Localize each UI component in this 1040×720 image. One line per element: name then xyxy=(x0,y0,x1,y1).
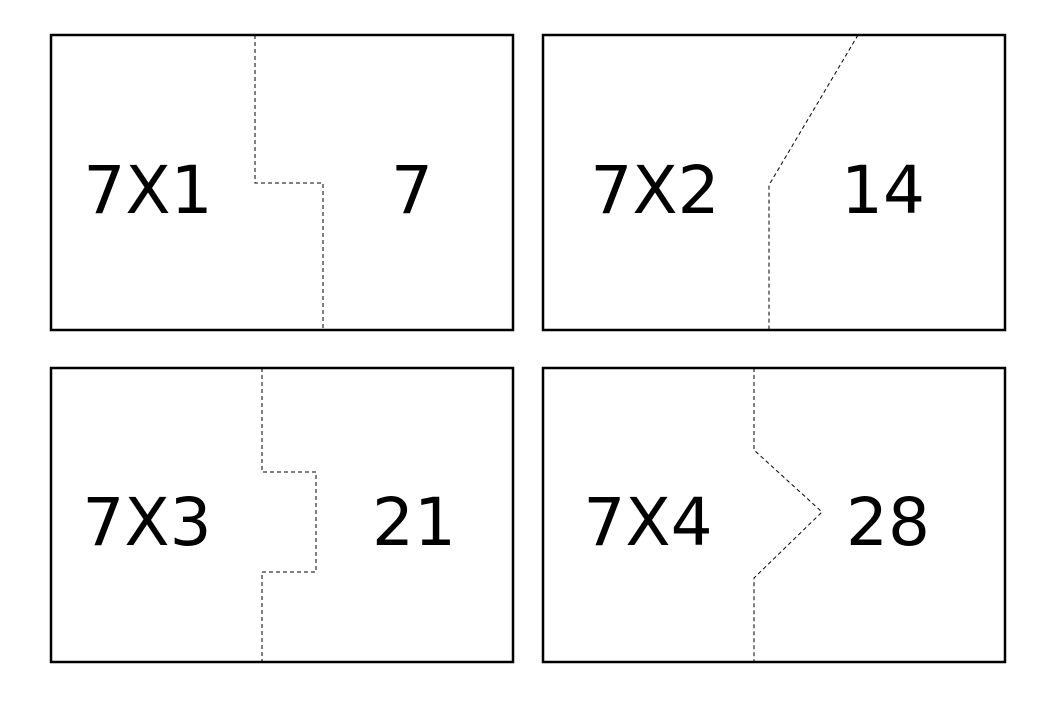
cut-line xyxy=(768,34,859,330)
answer-text: 7 xyxy=(391,152,433,229)
question-text: 7X3 xyxy=(82,484,211,561)
puzzle-card-4: 7X4 28 xyxy=(541,366,1007,664)
cut-line xyxy=(254,35,324,330)
answer-text: 14 xyxy=(841,152,925,229)
puzzle-card-1: 7X1 7 xyxy=(49,33,515,332)
answer-text: 21 xyxy=(372,484,456,561)
answer-text: 28 xyxy=(846,484,930,561)
puzzle-card-3: 7X3 21 xyxy=(49,366,515,664)
question-text: 7X1 xyxy=(83,152,212,229)
puzzle-card-2: 7X2 14 xyxy=(541,33,1007,332)
card-border xyxy=(49,366,515,664)
cut-line xyxy=(261,368,317,662)
card-border xyxy=(541,33,1007,332)
question-text: 7X4 xyxy=(583,484,712,561)
question-text: 7X2 xyxy=(590,152,719,229)
card-border xyxy=(541,366,1007,664)
cut-line xyxy=(753,368,823,662)
